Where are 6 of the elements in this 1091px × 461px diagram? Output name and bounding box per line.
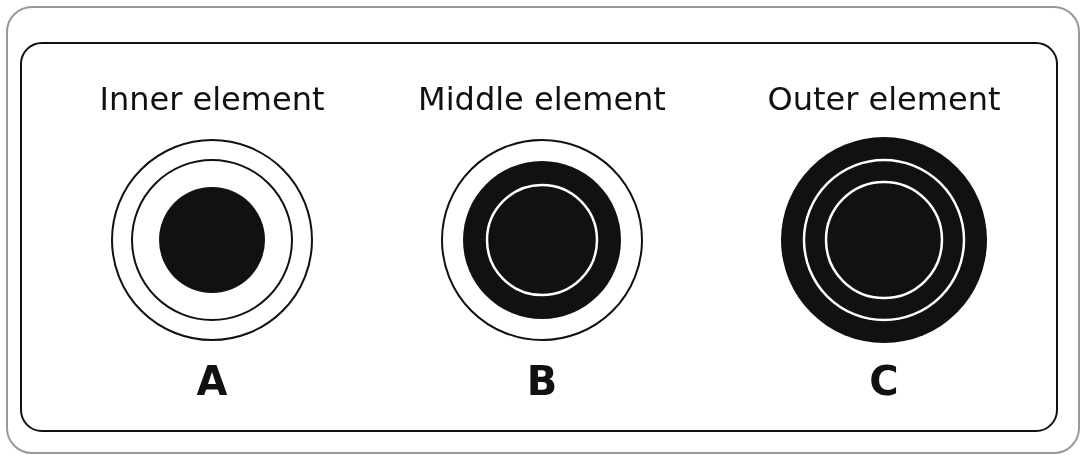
element-label: Middle element xyxy=(418,80,666,118)
option-letter: B xyxy=(526,358,558,404)
option-letter: A xyxy=(196,358,228,404)
element-label: Outer element xyxy=(767,80,1001,118)
option-letter: C xyxy=(869,358,899,404)
element-label: Inner element xyxy=(99,80,325,118)
